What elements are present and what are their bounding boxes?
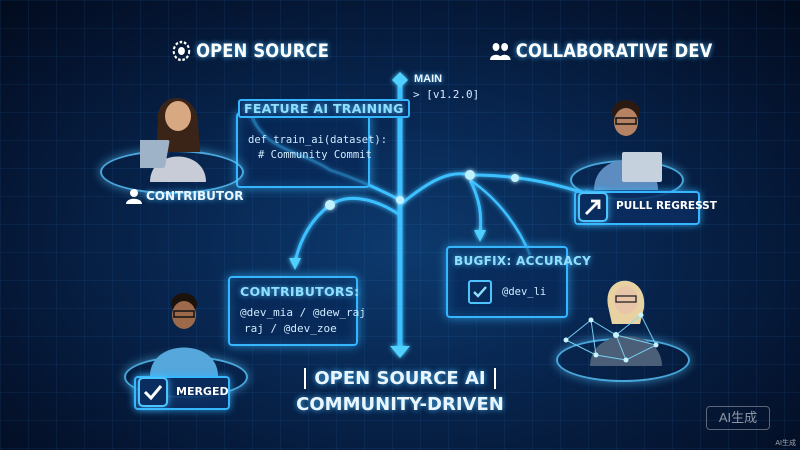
check-icon [143,385,163,401]
main-arrow-down [390,346,410,358]
check-icon [473,286,487,298]
bugfix-branch-line-2 [469,178,532,256]
contributor-label: CONTRIBUTOR [146,189,244,203]
ai-generated-watermark: AI生成 [706,406,770,430]
open-source-header: OPEN SOURCE [172,40,329,62]
feature-code-line2: # Community Commit [258,149,372,161]
bugfix-panel-title: BUGFIX: ACCURACY [454,254,592,268]
network-nodes [563,312,659,363]
bugfix-panel [446,246,568,318]
contributors-panel [228,276,358,346]
contributors-line2: raj / @dev_zoe [244,322,337,335]
commit-node [511,174,519,182]
bugfix-user: @dev_li [502,286,547,298]
pr-avatar [586,96,670,190]
pr-arrow-box [578,192,608,222]
contributors-panel-title: CONTRIBUTORS: [240,284,360,299]
contrib-arrow [289,258,301,270]
main-branch-version: > [v1.2.0] [413,88,480,101]
network-avatar [580,266,670,366]
contributor-avatar [125,82,216,182]
merged-avatar [146,288,222,376]
people-icon [490,43,511,60]
footer-line2-wrap: COMMUNITY-DRIVEN [0,394,800,415]
merged-check-box [138,377,168,407]
collaborative-header: COLLABORATIVE DEV [490,40,712,62]
feature-panel-title: FEATURE AI TRAINING [238,99,410,118]
merged-label: MERGED [176,385,229,398]
footer-line1-wrap: OPEN SOURCE AI [0,368,800,389]
contributors-branch-line [293,196,401,263]
person-icon [126,189,142,204]
bugfix-branch-line [468,179,483,236]
open-source-title: OPEN SOURCE [196,40,330,62]
commit-node [465,170,475,180]
main-branch-label: MAIN [414,73,443,85]
laptop-icon [125,140,170,168]
footer-line1: OPEN SOURCE AI [304,368,496,389]
pr-label: PULLL REGRESST [616,200,717,212]
main-arrow-up [392,72,408,88]
commit-node [396,196,404,204]
feature-code-line1: def train_ai(dataset): [248,134,388,146]
plug-gear-icon [172,40,191,62]
footer-line2: COMMUNITY-DRIVEN [296,394,504,415]
bugfix-arrow [474,230,486,242]
collaborative-title: COLLABORATIVE DEV [515,40,713,62]
bugfix-check-box [468,280,492,304]
contributor-badge: CONTRIBUTOR [126,188,243,204]
contributors-line1: @dev_mia / @dew_raj [240,306,366,319]
laptop-icon [622,152,662,182]
commit-node [325,200,335,210]
ai-generated-corner-mark: AI生成 [775,440,796,447]
arrow-icon [585,199,601,215]
